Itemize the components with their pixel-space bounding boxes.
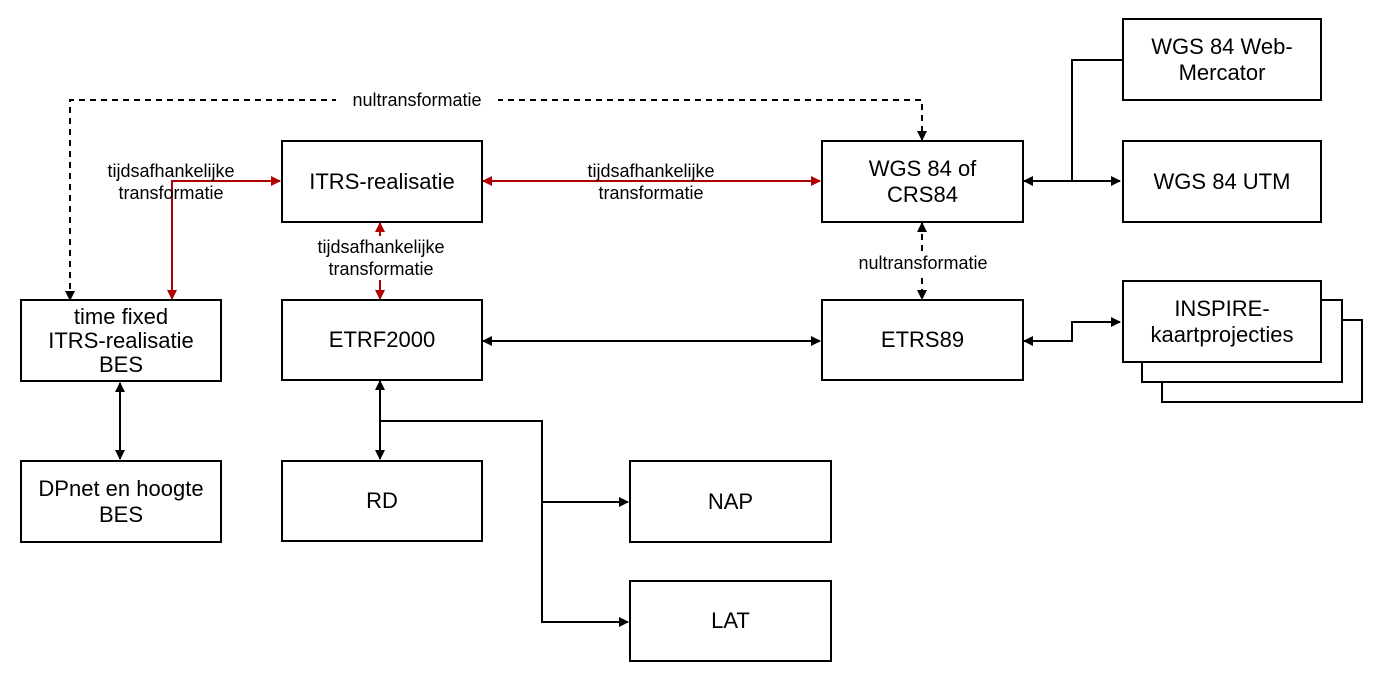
node-inspire: INSPIRE- kaartprojecties	[1122, 280, 1322, 363]
node-lat: LAT	[629, 580, 832, 662]
edge-etrs-inspire	[1023, 317, 1121, 346]
edge-tijds-left	[167, 176, 281, 300]
node-etrf2000: ETRF2000	[281, 299, 483, 381]
node-nap: NAP	[629, 460, 832, 543]
node-wgs84-utm: WGS 84 UTM	[1122, 140, 1322, 223]
node-dpnet-bes: DPnet en hoogte BES	[20, 460, 222, 543]
edge-nultransformatie-top	[65, 99, 927, 301]
label-tijds-top: tijdsafhankelijke transformatie	[587, 161, 715, 203]
node-wgs84-crs84: WGS 84 of CRS84	[821, 140, 1024, 223]
node-itrs-realisatie: ITRS-realisatie	[281, 140, 483, 223]
label-nultransformatie-top: nultransformatie	[336, 89, 498, 111]
node-time-fixed-itrs-bes: time fixed ITRS-realisatie BES	[20, 299, 222, 382]
node-rd: RD	[281, 460, 483, 542]
node-wgs84-web-mercator: WGS 84 Web- Mercator	[1122, 18, 1322, 101]
label-nultransformatie-right: nultransformatie	[840, 252, 1006, 274]
edge-wgs84-webmercator	[1071, 59, 1122, 181]
label-tijds-mid: tijdsafhankelijke transformatie	[298, 236, 464, 280]
node-etrs89: ETRS89	[821, 299, 1024, 381]
edge-etrf-nap	[380, 420, 629, 507]
edge-etrf-lat	[541, 502, 629, 627]
label-tijds-left: tijdsafhankelijke transformatie	[107, 161, 235, 203]
